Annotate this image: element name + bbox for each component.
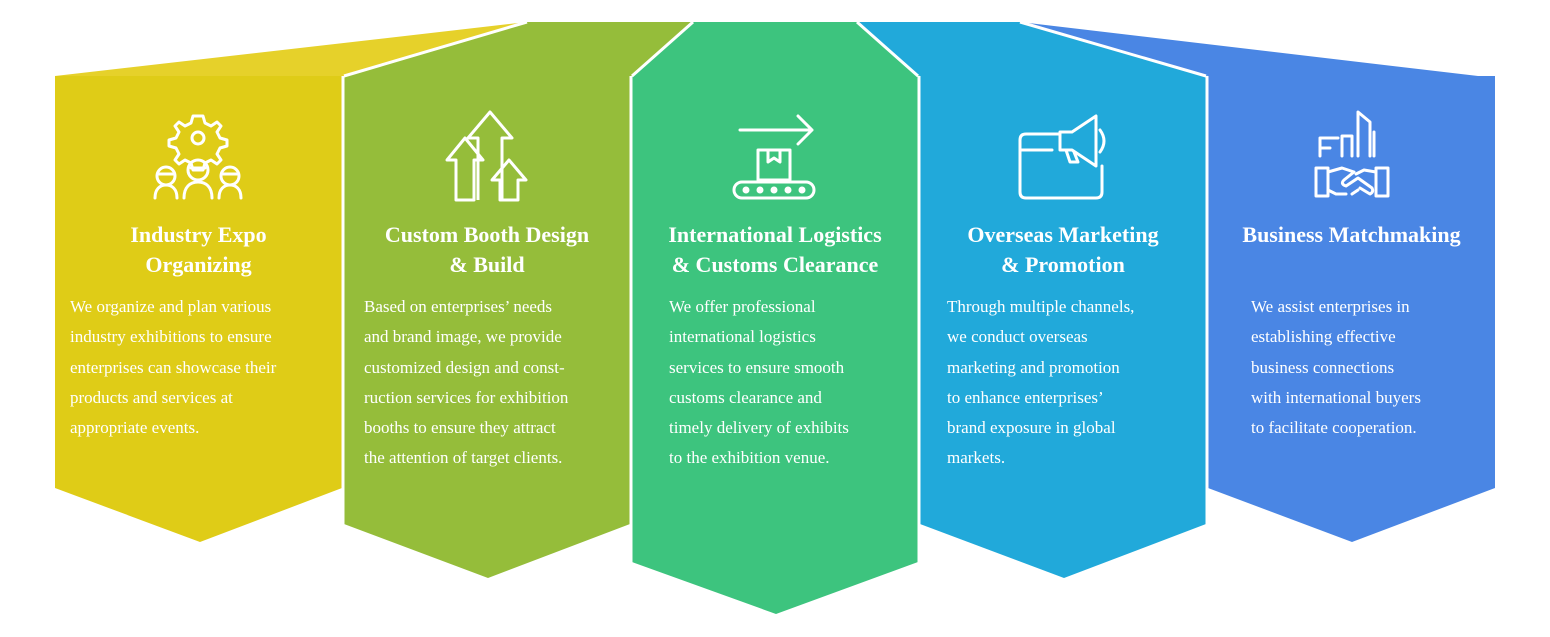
card-title-1-line-1: Industry Expo [130, 222, 267, 247]
panel-2 [344, 76, 630, 578]
card-desc-5-line-2: establishing effective [1251, 327, 1396, 347]
card-desc-1-line-5: appropriate events. [70, 418, 200, 438]
card-title-2-line-1: Custom Booth Design [384, 222, 590, 247]
card-desc-4-line-5: brand exposure in global [947, 418, 1116, 438]
panel-cap-5 [1020, 22, 1478, 76]
card-title-3-line-2: & Customs Clearance [671, 252, 879, 277]
card-title-4: Overseas Marketing & Promotion [920, 220, 1206, 280]
card-desc-1: We organize and plan various industry ex… [70, 292, 276, 443]
card-desc-2-line-5: booths to ensure they attract [364, 418, 556, 438]
card-desc-5-line-1: We assist enterprises in [1251, 297, 1410, 316]
card-desc-5: We assist enterprises in establishing ef… [1251, 292, 1421, 443]
card-title-2: Custom Booth Design & Build [344, 220, 630, 280]
handshake-buildings-icon [1312, 108, 1392, 202]
card-title-5-line-1: Business Matchmaking [1242, 222, 1461, 247]
card-desc-1-line-1: We organize and plan various [70, 297, 272, 316]
card-desc-4-line-6: markets. [947, 448, 1006, 468]
panel-4 [920, 76, 1206, 578]
card-desc-4-line-1: Through multiple channels, [947, 297, 1135, 316]
panel-1 [55, 76, 342, 542]
card-desc-5-line-4: with international buyers [1251, 387, 1421, 407]
card-desc-2-line-3: customized design and const- [364, 357, 565, 377]
card-title-5: Business Matchmaking [1208, 220, 1495, 250]
card-desc-3: We offer professional international logi… [669, 292, 849, 474]
card-desc-1-line-3: enterprises can showcase their [70, 357, 277, 377]
card-title-1-line-2: Organizing [145, 252, 252, 277]
card-desc-4-line-2: we conduct overseas [947, 327, 1088, 347]
panel-cap-2 [344, 22, 693, 76]
card-desc-2-line-1: Based on enterprises’ needs [364, 297, 553, 316]
card-desc-1-line-4: products and services at [70, 387, 233, 407]
gear-people-icon [150, 112, 246, 202]
card-title-1: Industry Expo Organizing [55, 220, 342, 280]
arrows-up-icon [444, 108, 530, 202]
card-desc-2: Based on enterprises’ needs and brand im… [364, 292, 568, 474]
card-desc-1-line-2: industry exhibitions to ensure [70, 327, 272, 347]
panel-cap-4 [857, 22, 1208, 76]
megaphone-window-icon [1016, 110, 1110, 202]
panel-3 [632, 76, 918, 614]
card-desc-3-line-2: international logistics [669, 327, 816, 347]
card-title-3: International Logistics & Customs Cleara… [632, 220, 918, 280]
card-desc-2-line-2: and brand image, we provide [364, 327, 562, 347]
conveyor-box-icon [730, 108, 820, 202]
card-desc-4-line-3: marketing and promotion [947, 357, 1120, 377]
card-title-4-line-2: & Promotion [1001, 252, 1125, 277]
card-desc-4-line-4: to enhance enterprises’ [947, 387, 1104, 407]
card-desc-2-line-6: the attention of target clients. [364, 448, 563, 468]
panel-5 [1208, 76, 1495, 542]
panel-cap-3 [632, 22, 920, 76]
card-desc-3-line-6: to the exhibition venue. [669, 448, 830, 468]
card-title-2-line-2: & Build [449, 252, 525, 277]
card-desc-3-line-1: We offer professional [669, 297, 816, 316]
card-desc-2-line-4: ruction services for exhibition [364, 387, 569, 407]
card-desc-5-line-5: to facilitate cooperation. [1251, 418, 1417, 438]
panel-dividers [341, 20, 1209, 566]
card-desc-3-line-3: services to ensure smooth [669, 357, 845, 377]
card-desc-4: Through multiple channels, we conduct ov… [947, 292, 1134, 474]
card-title-3-line-1: International Logistics [668, 222, 882, 247]
card-desc-5-line-3: business connections [1251, 357, 1395, 377]
card-title-4-line-1: Overseas Marketing [967, 222, 1159, 247]
card-desc-3-line-5: timely delivery of exhibits [669, 418, 849, 438]
card-desc-3-line-4: customs clearance and [669, 387, 822, 407]
